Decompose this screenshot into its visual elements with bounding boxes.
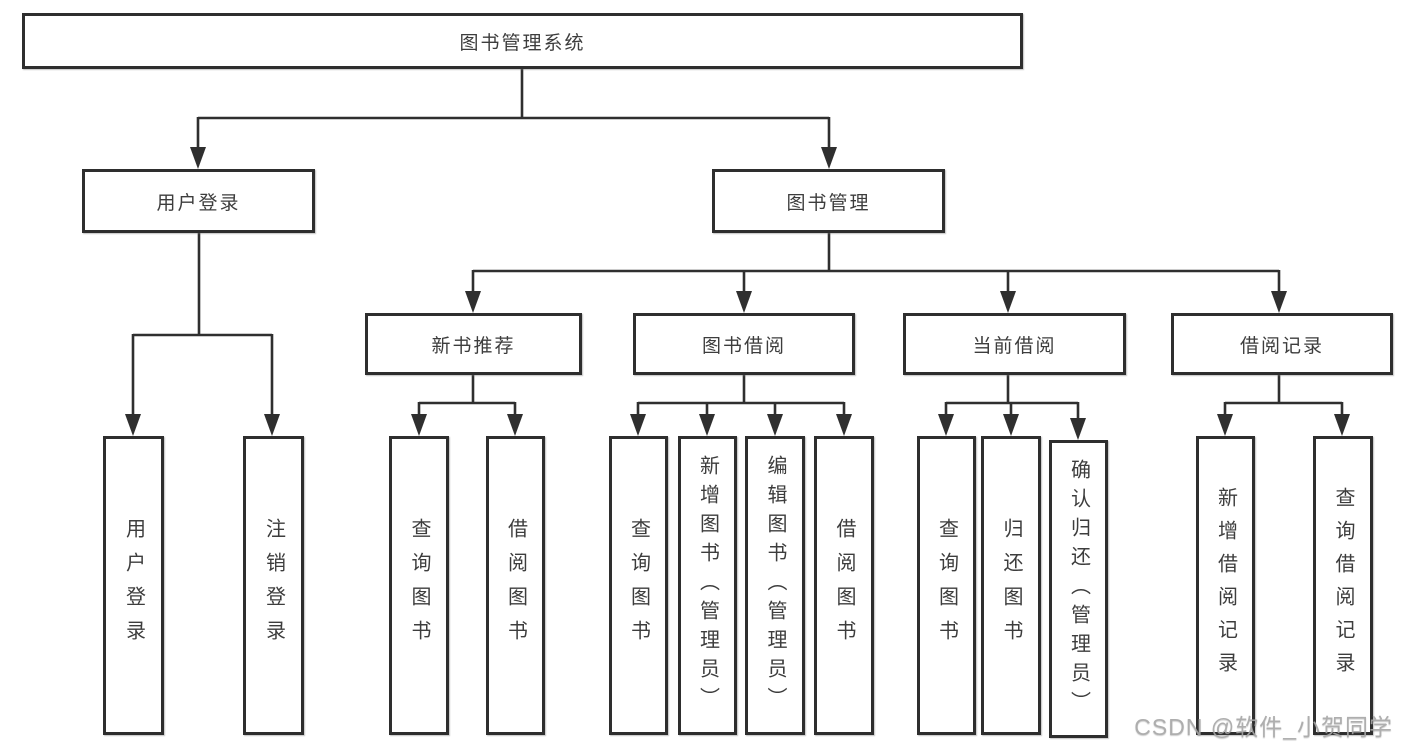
leaf-add-borrow-record-label: 新增借阅记录 [1214,486,1237,685]
leaf-return-book: 归还图书 [981,436,1041,735]
leaf-confirm-return-admin: 确认归还（管理员） [1049,440,1108,738]
node-book-management-label: 图书管理 [786,192,871,214]
leaf-confirm-return-admin-label: 确认归还（管理员） [1067,458,1090,720]
node-borrow-records: 借阅记录 [1171,313,1393,375]
leaf-query-borrow-record-label: 查询借阅记录 [1332,486,1354,685]
leaf-recommend-borrow-book: 借阅图书 [486,436,545,735]
node-new-book-recommend: 新书推荐 [365,313,582,375]
node-new-book-recommend-label: 新书推荐 [431,335,516,357]
node-user-login: 用户登录 [82,169,315,233]
leaf-user-login-label: 用户登录 [122,517,145,654]
node-current-borrow-label: 当前借阅 [972,335,1057,357]
node-current-borrow: 当前借阅 [903,313,1126,375]
node-root-system: 图书管理系统 [22,13,1023,69]
leaf-add-borrow-record: 新增借阅记录 [1196,436,1255,735]
leaf-query-borrow-record: 查询借阅记录 [1313,436,1373,735]
leaf-add-book-admin-label: 新增图书（管理员） [696,455,719,716]
leaf-borrow-borrow-book: 借阅图书 [814,436,874,735]
csdn-watermark: CSDN @软件_小贺同学 [1134,714,1393,740]
leaf-borrow-query-book-label: 查询图书 [627,517,650,654]
node-root-label: 图书管理系统 [459,32,586,54]
node-book-borrow: 图书借阅 [633,313,855,375]
node-book-borrow-label: 图书借阅 [701,335,786,357]
leaf-current-query-book-label: 查询图书 [935,517,958,654]
leaf-borrow-borrow-book-label: 借阅图书 [833,517,855,654]
leaf-edit-book-admin-label: 编辑图书（管理员） [764,455,786,716]
leaf-recommend-query-book-label: 查询图书 [408,517,430,654]
node-user-login-label: 用户登录 [156,192,241,214]
leaf-logout-label: 注销登录 [262,517,285,654]
leaf-recommend-query-book: 查询图书 [389,436,449,735]
leaf-borrow-query-book: 查询图书 [609,436,668,735]
leaf-return-book-label: 归还图书 [1000,517,1022,654]
node-borrow-records-label: 借阅记录 [1239,335,1324,357]
leaf-recommend-borrow-book-label: 借阅图书 [504,517,527,654]
leaf-user-login: 用户登录 [103,436,164,735]
node-book-management: 图书管理 [712,169,945,233]
leaf-edit-book-admin: 编辑图书（管理员） [745,436,805,735]
leaf-add-book-admin: 新增图书（管理员） [678,436,737,735]
leaf-current-query-book: 查询图书 [917,436,976,735]
leaf-logout: 注销登录 [243,436,304,735]
